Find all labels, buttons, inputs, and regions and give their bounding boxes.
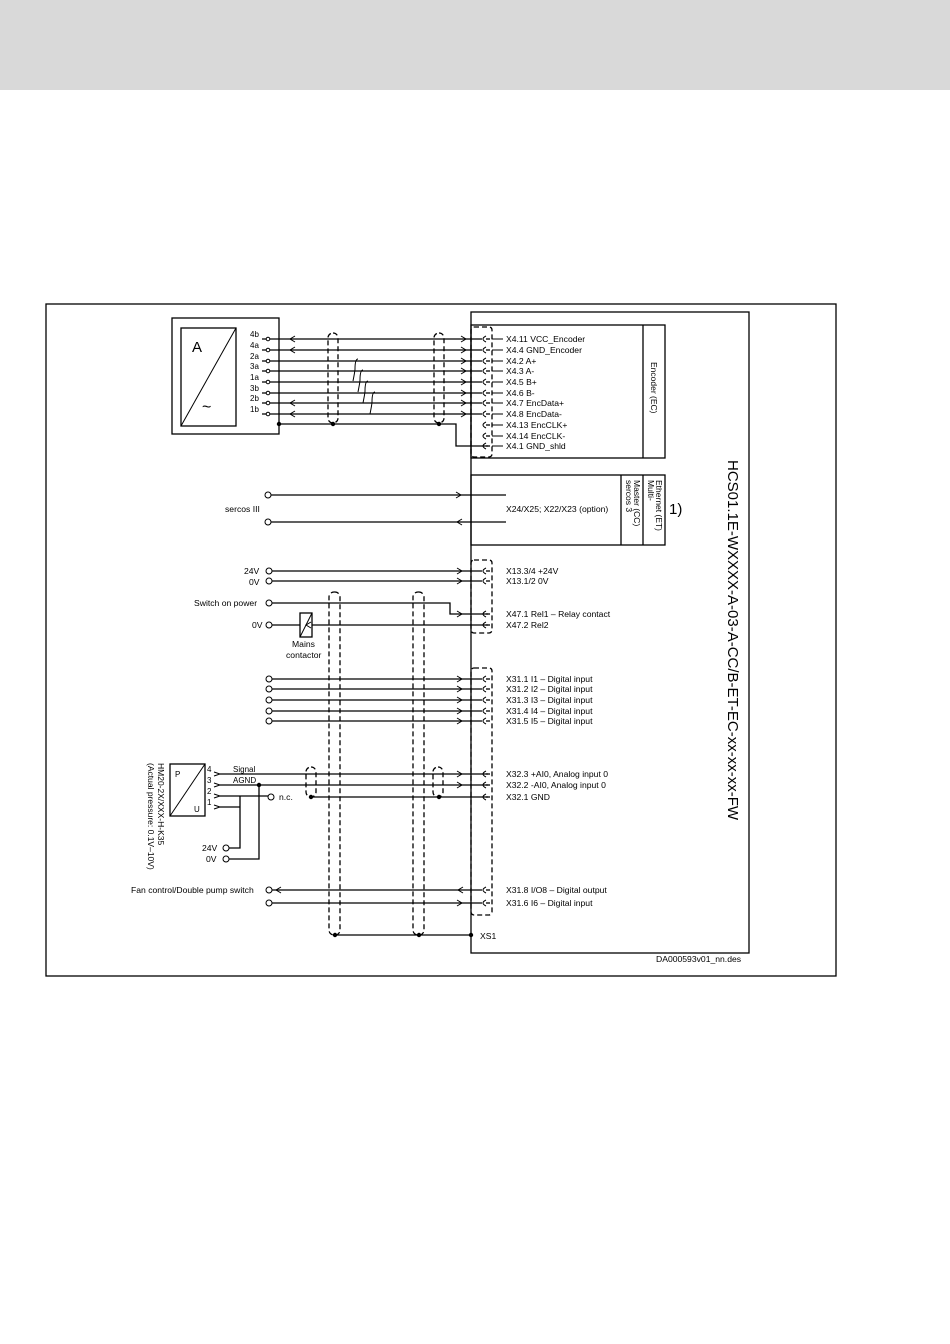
relay-signal-label: X47.2 Rel2 [506,620,549,630]
analog-shield-1 [305,766,317,798]
xs1-label: XS1 [480,931,496,941]
relay-signal-label: X47.1 Rel1 – Relay contact [506,609,611,619]
encoder-signal-label: X4.13 EncCLK+ [506,420,567,430]
sensor-name-1: HM20-2X/XXX-H-K35 [156,763,166,845]
device-type-label: HCS01.1E-WXXXX-A-03-A-CC/B-ET-EC-xx-xx-x… [724,460,741,821]
io-signal-label: X31.6 I6 – Digital input [506,898,593,908]
supply-signal-label: X13.1/2 0V [506,576,549,586]
encoder-pin-label: 2b [250,394,259,403]
sensor-symbol-p: P [175,770,180,779]
io-shield-1 [328,591,341,936]
encoder-symbol [180,327,237,427]
eth-module-label-1: Multi- [646,480,656,501]
diagram-frame [45,303,837,977]
ethernet-module-box [470,474,666,546]
sercos-label: sercos III [225,504,260,514]
supply-24v-label: 24V [244,566,260,576]
digital-input-label: X31.3 I3 – Digital input [506,695,593,705]
sensor-24v-label: 24V [202,843,218,853]
sercos-module-label-1: sercos 3 [624,480,634,512]
footnote-marker: 1) [669,501,682,518]
pressure-sensor-box [169,763,206,817]
supply-signal-label: X13.3/4 +24V [506,566,559,576]
encoder-shield-1 [327,332,339,424]
power-connector-frame [470,559,493,634]
encoder-signal-label: X4.3 A- [506,366,534,376]
encoder-signal-label: X4.5 B+ [506,377,537,387]
switch-on-power-label: Switch on power [194,598,257,608]
analog-signal-label: X32.2 -AI0, Analog input 0 [506,780,606,790]
sensor-pin-label: 2 [207,787,212,796]
encoder-connector-frame [470,326,493,458]
analog-signal-label: X32.3 +AI0, Analog input 0 [506,769,608,779]
mains-contactor-label-1: Mains [292,639,315,649]
encoder-pin-label: 2a [250,352,259,361]
sensor-0v-label: 0V [206,854,217,864]
sensor-name-2: (Actual pressure: 0.1V–10V) [146,763,156,870]
eth-module-label-2: Ethernet (ET) [654,480,664,531]
sensor-symbol-u: U [194,805,200,814]
encoder-shield-2 [433,332,445,424]
digital-input-label: X31.4 I4 – Digital input [506,706,593,716]
io-signal-label: X31.8 I/O8 – Digital output [506,885,607,895]
analog-signal-label: X32.1 GND [506,792,550,802]
relay-0v-label: 0V [252,620,263,630]
mains-contactor-coil [299,612,313,638]
supply-0v-label: 0V [249,577,260,587]
encoder-signal-label: X4.6 B- [506,388,535,398]
sensor-pin-label: 1 [207,798,212,807]
encoder-signal-label: X4.4 GND_Encoder [506,345,582,355]
nc-label: n.c. [279,792,293,802]
sensor-pin-label: 3 [207,776,212,785]
encoder-pin-label: 1b [250,405,259,414]
encoder-signal-label: X4.7 EncData+ [506,398,564,408]
digital-input-label: X31.5 I5 – Digital input [506,716,593,726]
encoder-pin-label: 4b [250,330,259,339]
encoder-symbol-top: A [192,339,202,356]
analog-shield-2 [432,766,444,798]
drawing-id: DA000593v01_nn.des [656,954,741,964]
drive-box [470,311,750,954]
encoder-signal-label: X4.1 GND_shld [506,441,566,451]
encoder-signal-label: X4.2 A+ [506,356,536,366]
page-header-band [0,0,950,90]
mains-contactor-label-2: contactor [286,650,321,660]
encoder-signal-label: X4.8 EncData- [506,409,562,419]
fan-label: Fan control/Double pump switch [131,885,254,895]
encoder-pin-label: 4a [250,341,259,350]
encoder-signal-label: X4.11 VCC_Encoder [506,334,585,344]
encoder-symbol-bottom: ~ [202,399,211,416]
sensor-signal-label: Signal [233,765,255,774]
encoder-module-label: Encoder (EC) [649,362,659,414]
encoder-pin-label: 1a [250,373,259,382]
encoder-pin-label: 3a [250,362,259,371]
digital-input-label: X31.1 I1 – Digital input [506,674,593,684]
encoder-outer-box [171,317,280,435]
sensor-agnd-label: AGND [233,776,256,785]
encoder-signal-label: X4.14 EncCLK- [506,431,565,441]
sensor-pin-label: 4 [207,765,212,774]
encoder-pin-label: 3b [250,384,259,393]
sercos-connector-label: X24/X25; X22/X23 (option) [506,504,608,514]
io-connector-frame [470,667,493,916]
digital-input-label: X31.2 I2 – Digital input [506,684,593,694]
encoder-module-box [470,324,666,459]
io-shield-2 [412,591,425,936]
sercos-module-label-2: Master (CC) [632,480,642,526]
